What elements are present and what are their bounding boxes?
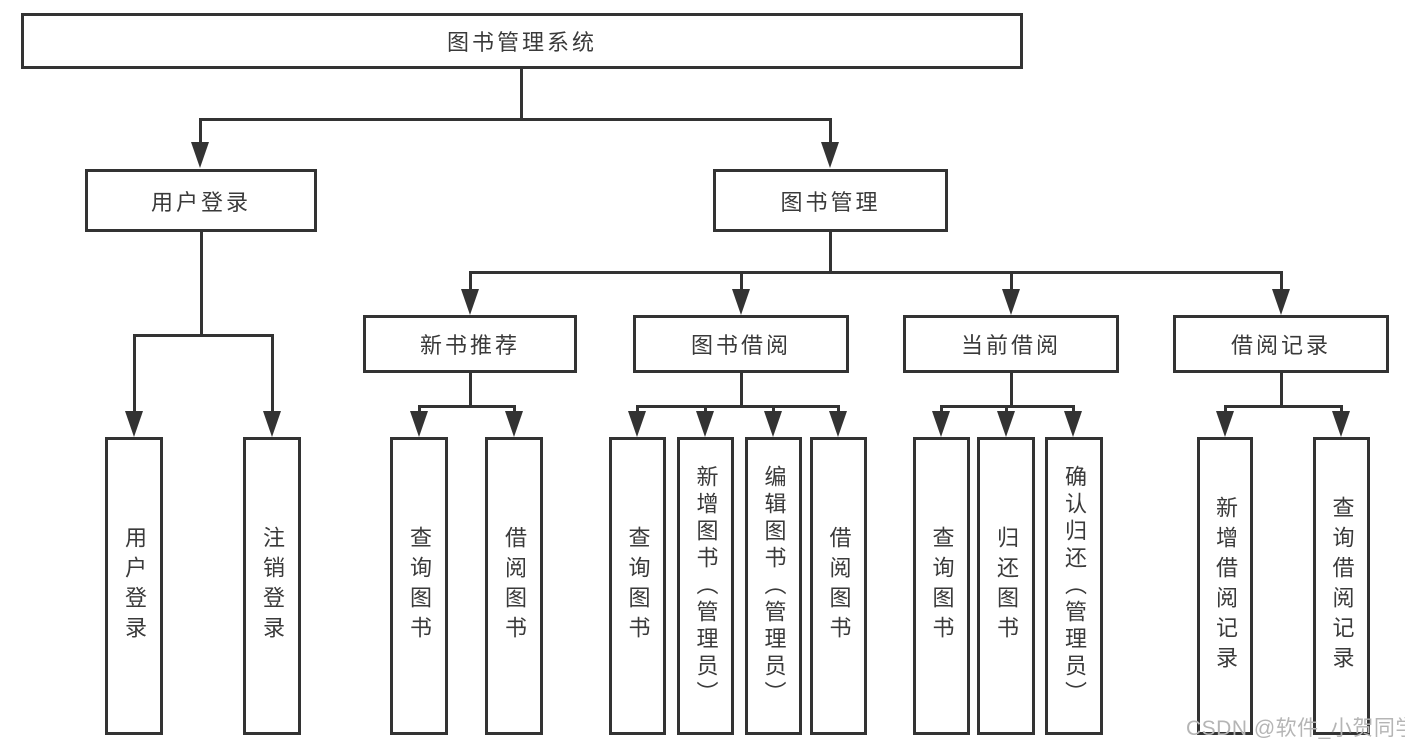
connector-leaf2-stem: [271, 334, 274, 413]
node-book-borrow-label: 图书借阅: [690, 333, 791, 358]
arrow-g4b-icon: [997, 411, 1015, 437]
leaf-return-books: 归还图书: [977, 437, 1035, 735]
connector-user-login-stem: [200, 230, 203, 337]
leaf-borrow-books-1-label: 借阅图书: [502, 526, 527, 646]
leaf-query-books-2: 查询图书: [609, 437, 666, 735]
leaf-query-books-3-label: 查询图书: [929, 526, 955, 646]
arrow-l3b-icon: [732, 289, 750, 315]
leaf-borrow-books-2-label: 借阅图书: [826, 526, 852, 646]
connector-to-user-login-stem: [199, 118, 202, 146]
arrow-leaf2-icon: [263, 411, 281, 437]
arrow-to-user-login-icon: [191, 142, 209, 168]
arrow-g3b-icon: [696, 411, 714, 437]
node-book-management: 图书管理: [713, 169, 948, 232]
connector-g2-bar: [418, 405, 516, 408]
node-user-login-label: 用户登录: [150, 189, 251, 215]
connector-g3-bar: [636, 405, 840, 408]
leaf-logout-label: 注销登录: [260, 526, 285, 646]
connector-g3-stem: [740, 371, 743, 408]
arrow-g4c-icon: [1064, 411, 1082, 437]
arrow-g5b-icon: [1332, 411, 1350, 437]
connector-user-login-bar: [133, 334, 274, 337]
connector-to-book-mgmt-stem: [829, 118, 832, 146]
connector-l3b-stem: [740, 271, 743, 291]
node-borrow-records-label: 借阅记录: [1230, 333, 1331, 358]
connector-root-bar: [200, 118, 831, 121]
node-book-management-label: 图书管理: [780, 189, 881, 215]
node-current-borrow-label: 当前借阅: [960, 333, 1061, 358]
arrow-l3c-icon: [1002, 289, 1020, 315]
leaf-user-login-label: 用户登录: [122, 526, 147, 646]
connector-g5a-stem: [1224, 405, 1227, 415]
leaf-query-books-1: 查询图书: [390, 437, 448, 735]
arrow-leaf1-icon: [125, 411, 143, 437]
connector-book-mgmt-stem: [829, 230, 832, 274]
connector-leaf1-stem: [133, 334, 136, 413]
node-root: 图书管理系统: [21, 13, 1023, 69]
leaf-logout: 注销登录: [243, 437, 301, 735]
connector-book-mgmt-bar: [469, 271, 1283, 274]
connector-l3d-stem: [1280, 271, 1283, 291]
arrow-g4a-icon: [932, 411, 950, 437]
leaf-borrow-books-2: 借阅图书: [810, 437, 867, 735]
connector-g3d-stem: [837, 405, 840, 415]
arrow-g2b-icon: [505, 411, 523, 437]
leaf-add-borrow-record-label: 新增借阅记录: [1213, 496, 1238, 676]
leaf-edit-books-admin-label: 编辑图书（管理员）: [761, 464, 787, 708]
connector-l3c-stem: [1010, 271, 1013, 291]
connector-g4b-stem: [1005, 405, 1008, 415]
connector-g5b-stem: [1340, 405, 1343, 415]
arrow-g5a-icon: [1216, 411, 1234, 437]
connector-g5-stem: [1280, 371, 1283, 408]
node-user-login: 用户登录: [85, 169, 317, 232]
arrow-g3c-icon: [764, 411, 782, 437]
node-book-borrow: 图书借阅: [633, 315, 849, 373]
leaf-add-borrow-record: 新增借阅记录: [1197, 437, 1253, 735]
leaf-borrow-books-1: 借阅图书: [485, 437, 543, 735]
leaf-query-books-3: 查询图书: [913, 437, 970, 735]
leaf-query-borrow-record-label: 查询借阅记录: [1329, 496, 1355, 676]
arrow-l3d-icon: [1272, 289, 1290, 315]
connector-g3a-stem: [636, 405, 639, 415]
csdn-watermark: CSDN @软件_小贺同学: [1186, 717, 1405, 740]
connector-g4c-stem: [1072, 405, 1075, 415]
leaf-confirm-return-admin-label: 确认归还（管理员）: [1062, 464, 1087, 708]
leaf-add-books-admin: 新增图书（管理员）: [677, 437, 734, 735]
leaf-query-borrow-record: 查询借阅记录: [1313, 437, 1370, 735]
connector-g2a-stem: [418, 405, 421, 415]
connector-g4a-stem: [940, 405, 943, 415]
leaf-return-books-label: 归还图书: [994, 526, 1019, 646]
arrow-g3d-icon: [829, 411, 847, 437]
leaf-user-login: 用户登录: [105, 437, 163, 735]
leaf-add-books-admin-label: 新增图书（管理员）: [693, 464, 719, 708]
node-borrow-records: 借阅记录: [1173, 315, 1389, 373]
arrow-l3a-icon: [461, 289, 479, 315]
leaf-query-books-1-label: 查询图书: [407, 526, 432, 646]
leaf-edit-books-admin: 编辑图书（管理员）: [745, 437, 802, 735]
connector-g2-stem: [469, 371, 472, 408]
connector-g3c-stem: [772, 405, 775, 415]
connector-l3a-stem: [469, 271, 472, 291]
connector-g3b-stem: [704, 405, 707, 415]
node-new-book-recommend: 新书推荐: [363, 315, 577, 373]
connector-g5-bar: [1224, 405, 1342, 408]
connector-g4-stem: [1010, 371, 1013, 408]
node-new-book-recommend-label: 新书推荐: [419, 333, 520, 358]
arrow-g3a-icon: [628, 411, 646, 437]
leaf-query-books-2-label: 查询图书: [625, 526, 651, 646]
connector-root-stem: [520, 67, 523, 120]
arrow-to-book-mgmt-icon: [821, 142, 839, 168]
connector-g2b-stem: [513, 405, 516, 415]
leaf-confirm-return-admin: 确认归还（管理员）: [1045, 437, 1103, 735]
node-current-borrow: 当前借阅: [903, 315, 1119, 373]
node-root-label: 图书管理系统: [446, 30, 597, 55]
arrow-g2a-icon: [410, 411, 428, 437]
